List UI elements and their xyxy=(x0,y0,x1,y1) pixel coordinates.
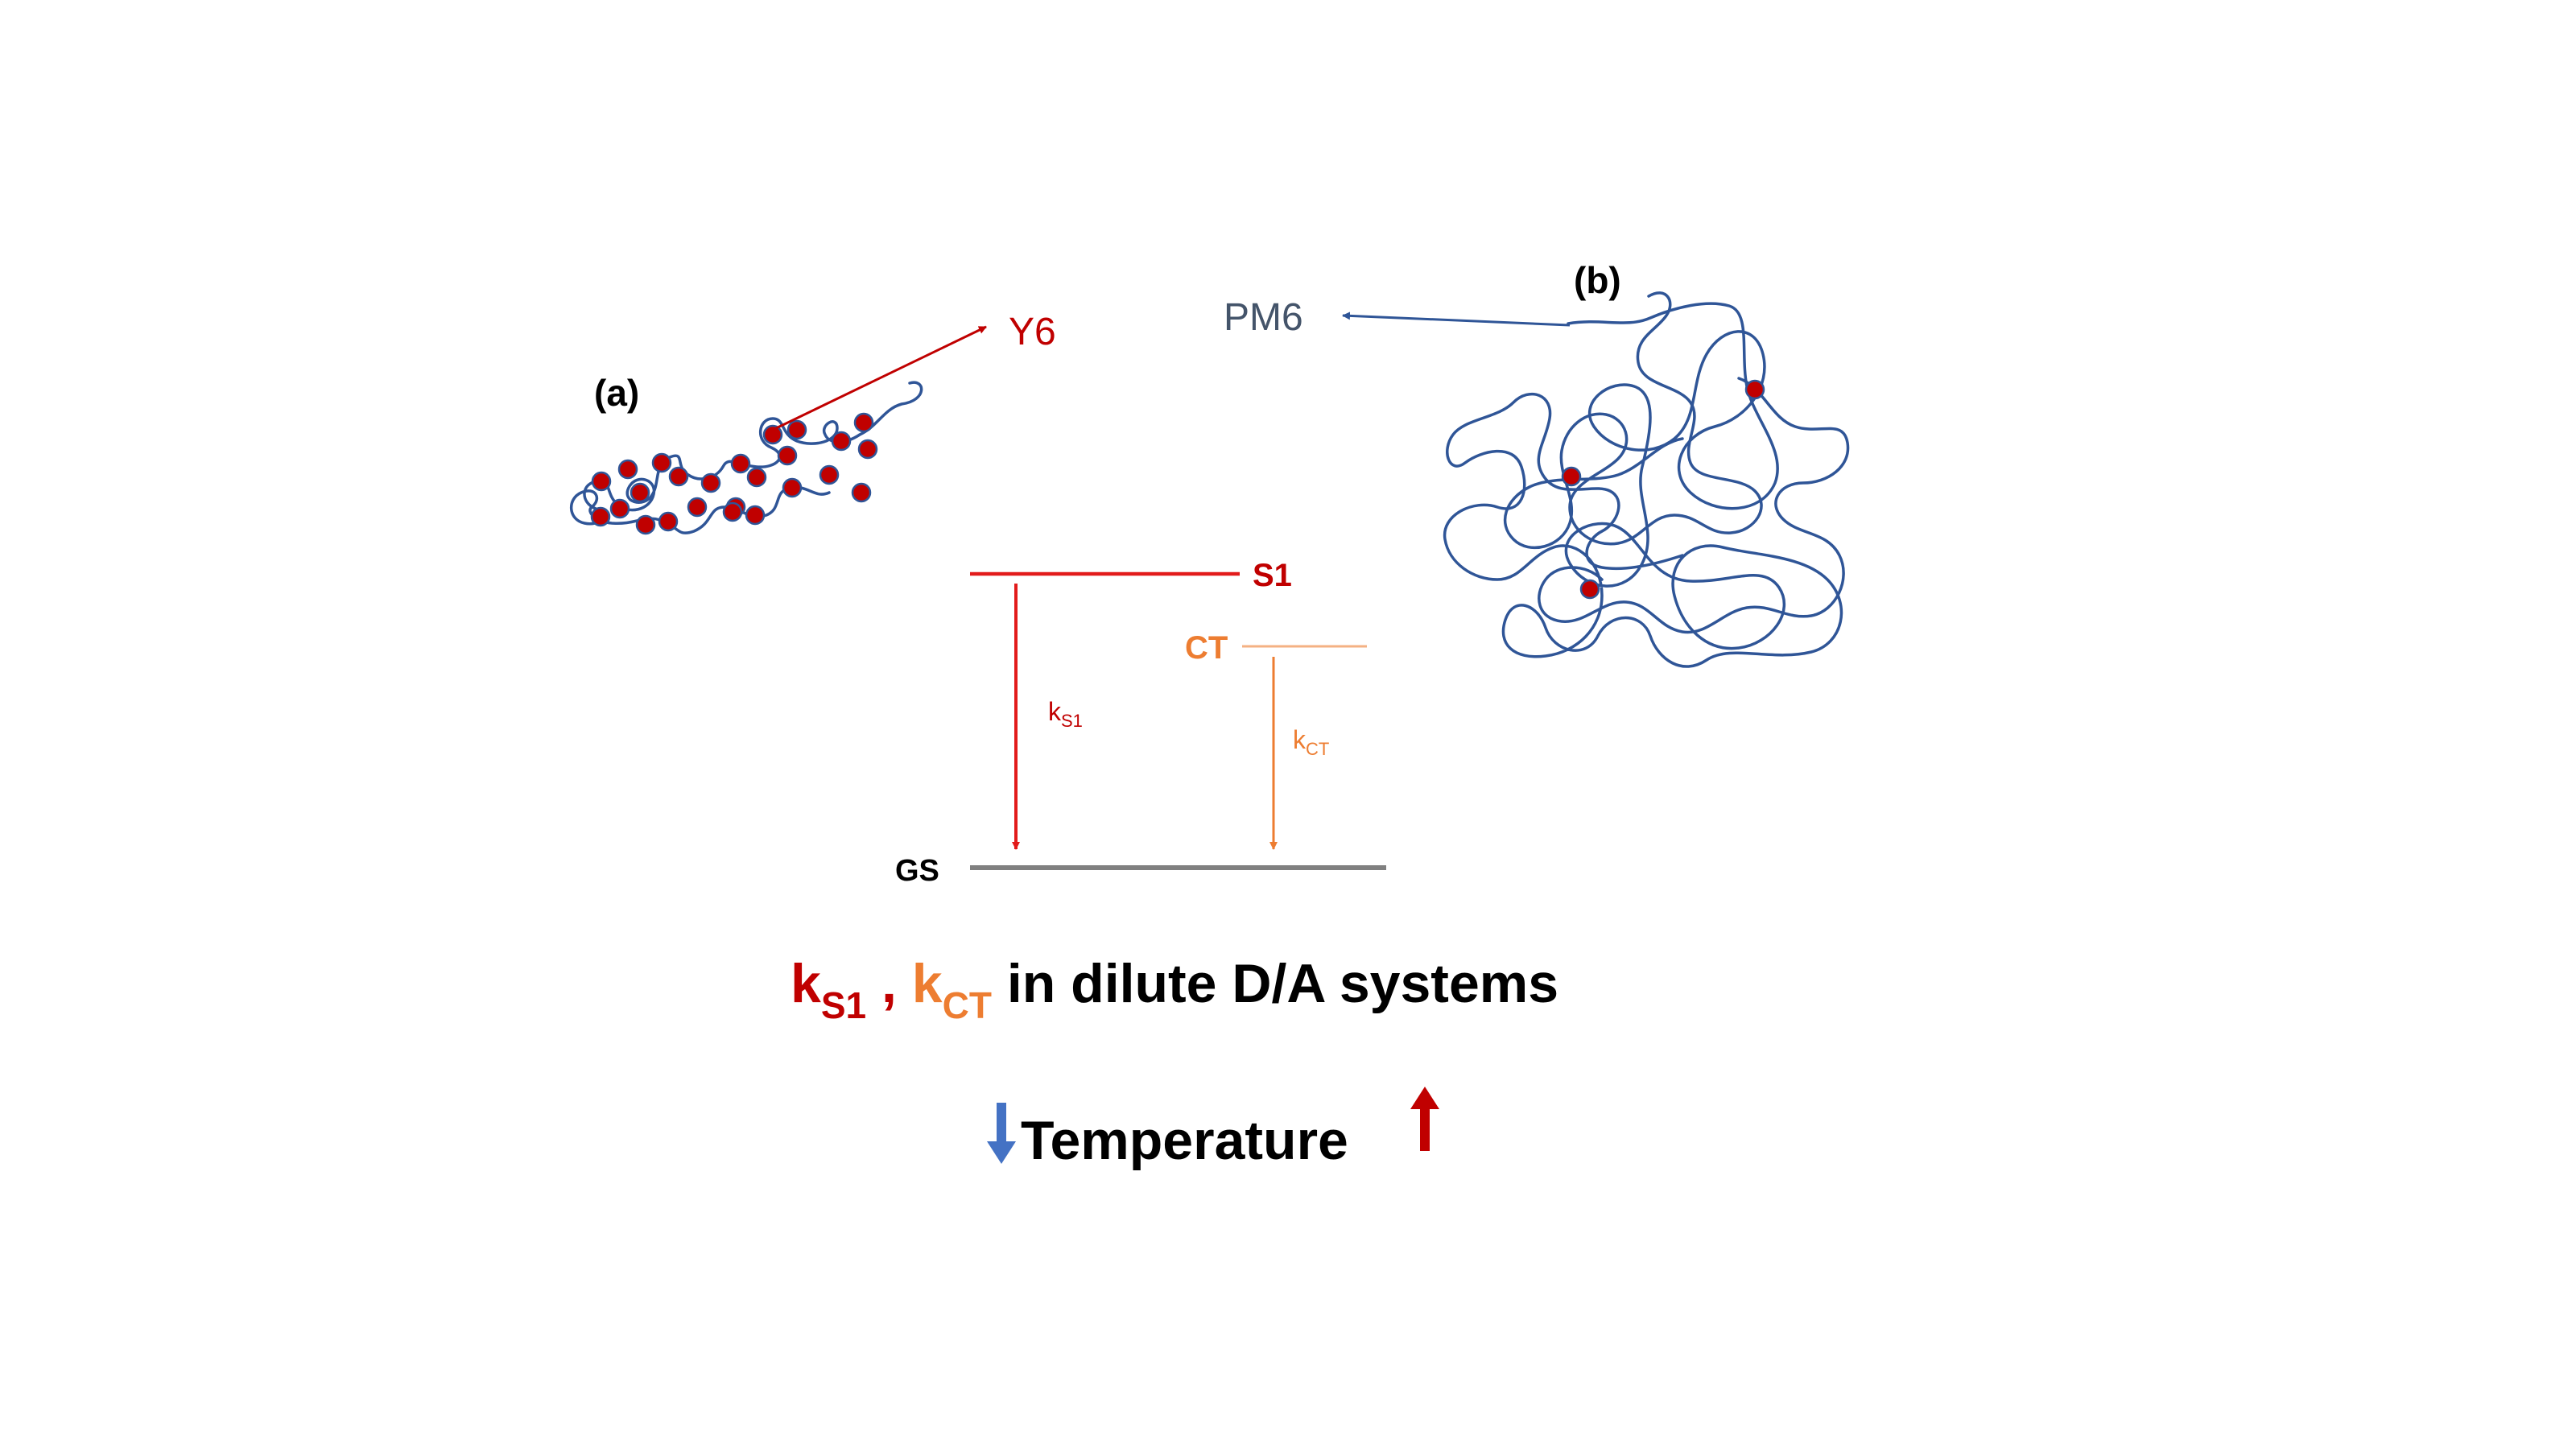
caption-ks1-sub: S1 xyxy=(821,984,866,1026)
y6-molecules xyxy=(590,412,878,535)
s1-level-label: S1 xyxy=(1253,558,1292,593)
panel-b-label: (b) xyxy=(1574,259,1621,301)
y6-label: Y6 xyxy=(1009,311,1056,353)
kct-rate-base: k xyxy=(1293,725,1307,754)
kct-rate-sub: CT xyxy=(1306,739,1329,759)
temperature-label: Temperature xyxy=(1021,1110,1348,1171)
caption-kct-sub: CT xyxy=(943,984,992,1026)
arrow-up-icon xyxy=(1410,1087,1439,1151)
pm6-pointer-arrow xyxy=(1342,311,1571,327)
pm6-chain-3 xyxy=(1538,377,1850,634)
ks1-rate-label: kS1 xyxy=(1048,697,1083,731)
y6-pointer-arrow xyxy=(772,325,987,431)
panel-a-label: (a) xyxy=(594,372,639,414)
caption-kct-base: k xyxy=(912,953,943,1014)
pm6-donor-sites xyxy=(1561,379,1765,600)
ks1-rate-base: k xyxy=(1048,697,1062,726)
ks1-rate-sub: S1 xyxy=(1061,711,1083,731)
caption-rest: in dilute D/A systems xyxy=(992,953,1558,1014)
caption: kS1 , kCT in dilute D/A systems xyxy=(791,953,1558,1026)
caption-ks1-base: k xyxy=(791,953,821,1014)
caption-comma: , xyxy=(866,953,912,1014)
gs-level-label: GS xyxy=(895,854,939,888)
pm6-label: PM6 xyxy=(1224,296,1303,339)
arrow-down-icon xyxy=(987,1103,1016,1164)
ct-level-label: CT xyxy=(1185,630,1228,666)
pm6-chain xyxy=(1443,302,1843,668)
kct-rate-label: kCT xyxy=(1293,725,1329,759)
pm6-chain-2 xyxy=(1504,291,1763,550)
